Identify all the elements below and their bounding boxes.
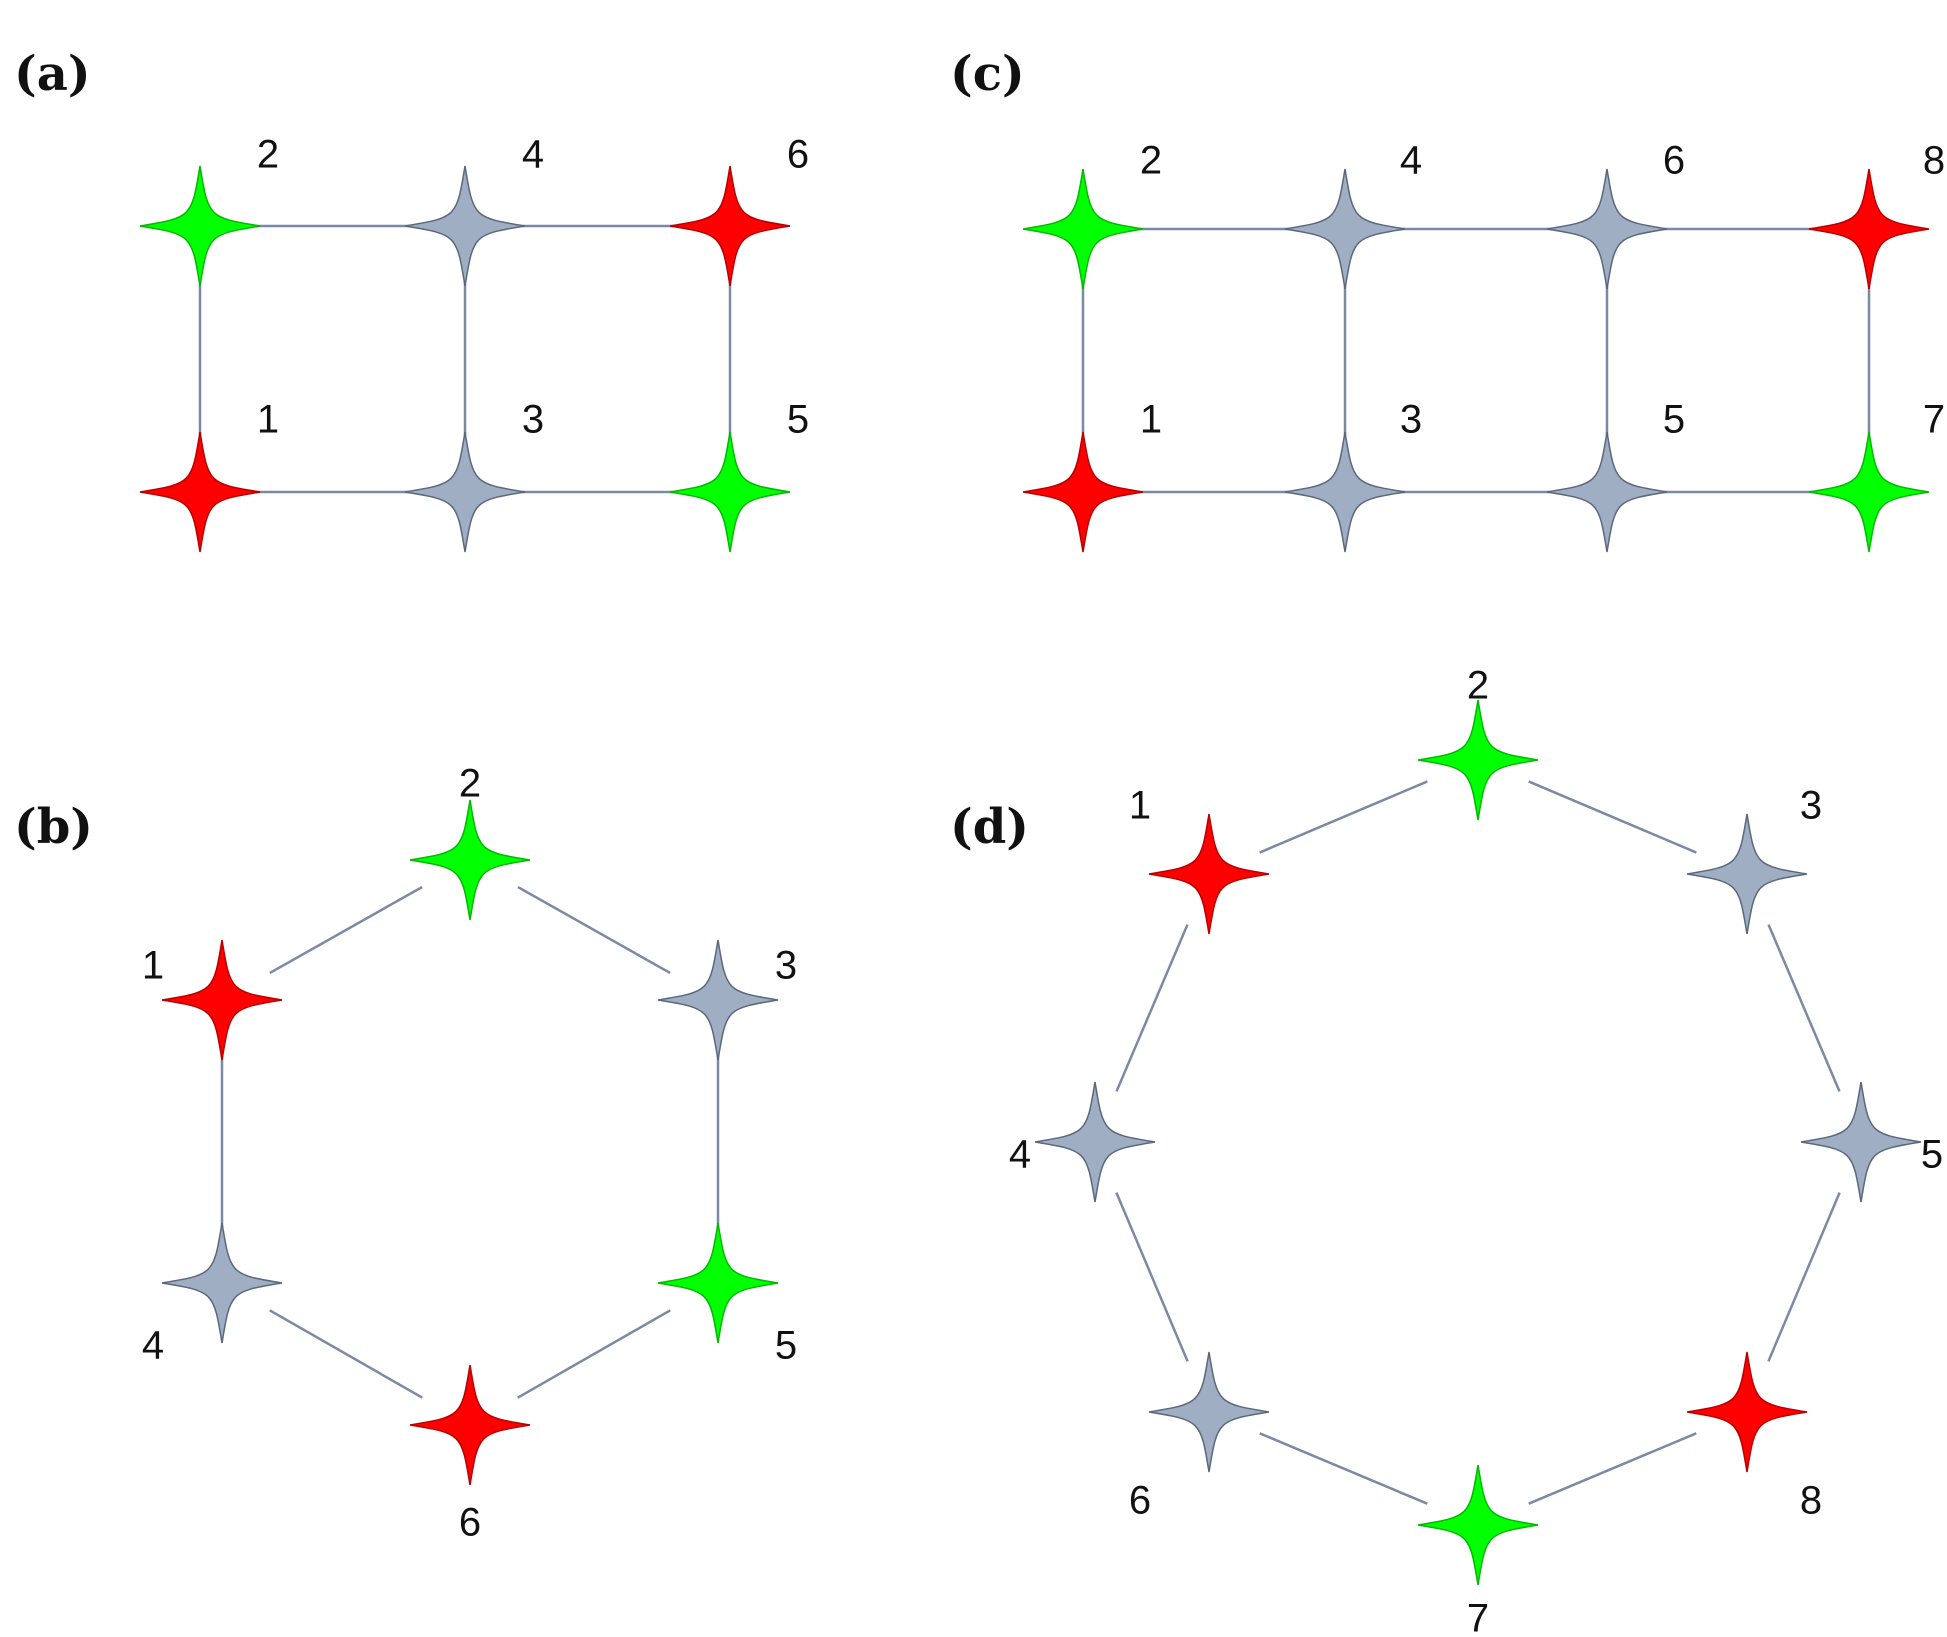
node-d-4-star-icon xyxy=(1034,1081,1156,1203)
node-label-a-6: 6 xyxy=(787,133,809,177)
node-c-4-star-icon xyxy=(1284,168,1406,290)
node-label-a-2: 2 xyxy=(257,133,279,177)
edge-d-1-2 xyxy=(1259,780,1428,854)
node-a-3-star-icon xyxy=(404,431,526,553)
node-label-b-4: 4 xyxy=(142,1324,164,1368)
edge-d-3-5 xyxy=(1767,924,1841,1092)
node-label-c-4: 4 xyxy=(1400,139,1422,183)
edge-d-2-3 xyxy=(1528,780,1697,854)
edge-d-5-8 xyxy=(1767,1192,1841,1362)
node-label-b-2: 2 xyxy=(459,762,481,806)
node-b-3-star-icon xyxy=(657,939,779,1061)
node-label-d-1: 1 xyxy=(1129,784,1151,828)
node-label-a-4: 4 xyxy=(522,133,544,177)
panel-c: (c) 1 2 3 4 5 6 7 8 xyxy=(950,46,1945,553)
node-label-c-5: 5 xyxy=(1663,398,1685,442)
node-a-4-star-icon xyxy=(404,165,526,287)
node-label-b-1: 1 xyxy=(142,944,164,988)
node-c-5-star-icon xyxy=(1546,431,1668,553)
node-a-2-star-icon xyxy=(139,165,261,287)
node-d-6-star-icon xyxy=(1148,1351,1270,1473)
node-d-1-star-icon xyxy=(1148,813,1270,935)
node-label-d-5: 5 xyxy=(1921,1133,1943,1177)
node-a-1-star-icon xyxy=(139,431,261,553)
node-d-5-star-icon xyxy=(1800,1081,1922,1203)
edge-b-6-4 xyxy=(269,1309,423,1399)
node-b-1-star-icon xyxy=(161,939,283,1061)
node-b-2-star-icon xyxy=(409,799,531,921)
panel-d: (d) 1 2 3 4 5 6 7 8 xyxy=(950,664,1943,1637)
node-label-d-3: 3 xyxy=(1800,784,1822,828)
node-label-b-3: 3 xyxy=(775,944,797,988)
edge-d-4-1 xyxy=(1115,924,1189,1092)
node-label-b-6: 6 xyxy=(459,1501,481,1545)
node-label-a-5: 5 xyxy=(787,398,809,442)
node-label-a-3: 3 xyxy=(522,398,544,442)
node-b-5-star-icon xyxy=(657,1222,779,1344)
node-a-5-star-icon xyxy=(669,431,791,553)
panel-b: (b) 1 2 3 4 5 6 xyxy=(14,762,797,1545)
node-c-6-star-icon xyxy=(1546,168,1668,290)
panel-label-a: (a) xyxy=(14,46,91,102)
node-label-c-2: 2 xyxy=(1140,139,1162,183)
panel-label-c: (c) xyxy=(950,46,1025,102)
node-label-d-2: 2 xyxy=(1467,664,1489,708)
node-d-8-star-icon xyxy=(1686,1351,1808,1473)
node-label-d-8: 8 xyxy=(1800,1479,1822,1523)
node-c-3-star-icon xyxy=(1284,431,1406,553)
edge-b-1-2 xyxy=(269,885,423,975)
edge-d-6-4 xyxy=(1115,1192,1189,1362)
node-b-6-star-icon xyxy=(409,1364,531,1486)
node-c-7-star-icon xyxy=(1808,431,1930,553)
node-label-d-6: 6 xyxy=(1129,1479,1151,1523)
panel-a: (a) 1 2 3 4 5 6 xyxy=(14,46,809,553)
node-c-1-star-icon xyxy=(1022,431,1144,553)
edge-b-2-3 xyxy=(517,885,671,975)
node-label-c-8: 8 xyxy=(1923,139,1945,183)
node-c-2-star-icon xyxy=(1022,168,1144,290)
edge-d-7-6 xyxy=(1259,1432,1428,1505)
node-d-3-star-icon xyxy=(1686,813,1808,935)
node-a-6-star-icon xyxy=(669,165,791,287)
node-label-c-6: 6 xyxy=(1663,139,1685,183)
node-label-c-3: 3 xyxy=(1400,398,1422,442)
node-c-8-star-icon xyxy=(1808,168,1930,290)
edge-d-8-7 xyxy=(1528,1432,1697,1505)
panel-label-d: (d) xyxy=(950,799,1029,855)
node-label-c-7: 7 xyxy=(1923,398,1945,442)
node-label-d-4: 4 xyxy=(1009,1133,1031,1177)
node-d-7-star-icon xyxy=(1417,1464,1539,1586)
node-label-b-5: 5 xyxy=(775,1324,797,1368)
node-b-4-star-icon xyxy=(161,1222,283,1344)
panel-label-b: (b) xyxy=(14,799,93,855)
edge-b-5-6 xyxy=(517,1309,671,1399)
node-d-2-star-icon xyxy=(1417,699,1539,821)
node-label-d-7: 7 xyxy=(1467,1597,1489,1637)
node-label-c-1: 1 xyxy=(1140,398,1162,442)
node-label-a-1: 1 xyxy=(257,398,279,442)
